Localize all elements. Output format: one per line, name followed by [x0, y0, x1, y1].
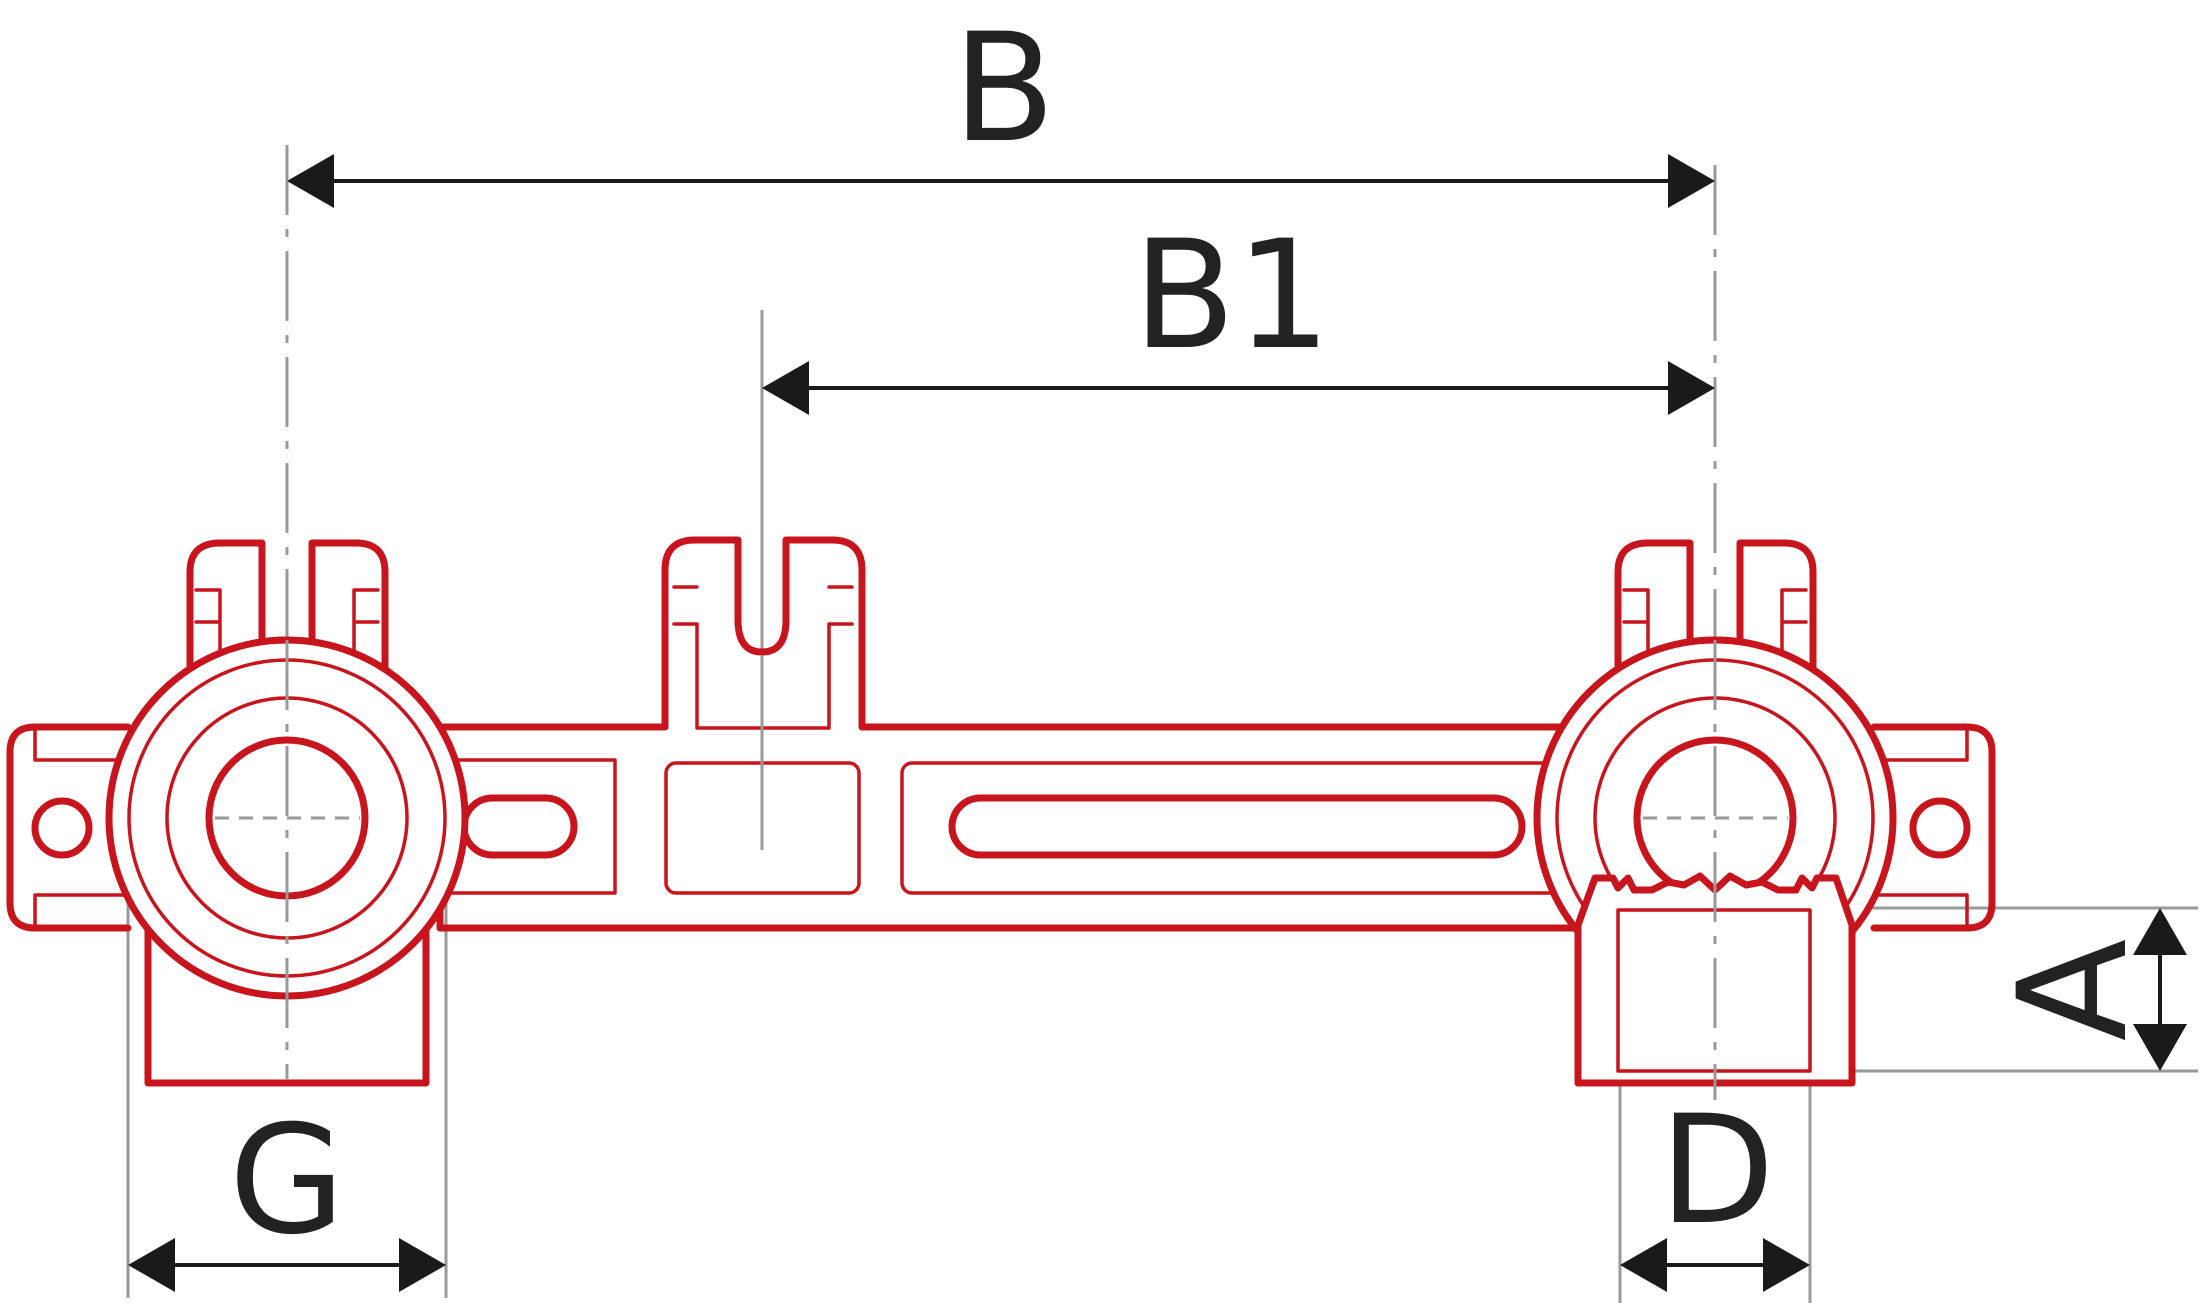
dimension-b1-label: B1 [1133, 209, 1331, 383]
dimension-b: B [287, 2, 1715, 208]
dimension-d-arrow-right [1763, 1238, 1810, 1292]
right-fitting-base-inner [1616, 908, 1812, 1073]
dimension-b-arrow-left [287, 154, 334, 208]
left-mounting-hole [31, 797, 93, 859]
dimension-g: G [128, 1094, 446, 1292]
right-ear-inner [1872, 725, 1969, 930]
dimension-b-label: B [953, 2, 1056, 176]
left-ear-inner [33, 725, 130, 930]
bracket-part [6, 536, 1996, 1087]
long-slot [948, 794, 1526, 859]
dimension-g-arrow-right [399, 1238, 446, 1292]
bore-centerlines [215, 640, 1788, 1100]
dimension-a: A [1987, 908, 2187, 1071]
dimension-b1-arrow-right [1668, 361, 1715, 415]
left-clip-left [186, 539, 266, 672]
dimension-a-label: A [1987, 939, 2161, 1042]
right-clip-ribs [1622, 588, 1808, 662]
dimension-b1-arrow-left [762, 361, 809, 415]
small-slot [460, 794, 578, 859]
right-clip-left [1614, 539, 1694, 672]
dimension-a-arrow-top [2133, 908, 2187, 955]
right-ear-outline [1870, 723, 1996, 932]
dimension-b1: B1 [762, 209, 1715, 415]
dimension-d-arrow-left [1620, 1238, 1667, 1292]
dimension-a-arrow-bottom [2133, 1024, 2187, 1071]
dimension-d: D [1620, 1084, 1810, 1292]
dimension-b-arrow-right [1668, 154, 1715, 208]
long-slot-frame [900, 761, 1574, 895]
right-mounting-hole [1909, 797, 1971, 859]
left-ear-outline [6, 723, 132, 932]
dimension-g-label: G [229, 1094, 345, 1268]
dimension-d-label: D [1659, 1084, 1775, 1258]
main-bar-outline [436, 536, 1594, 932]
left-clip-ribs [194, 588, 380, 662]
left-clip-right [308, 539, 389, 672]
dimension-g-arrow-left [128, 1238, 175, 1292]
right-clip-right [1736, 539, 1817, 672]
